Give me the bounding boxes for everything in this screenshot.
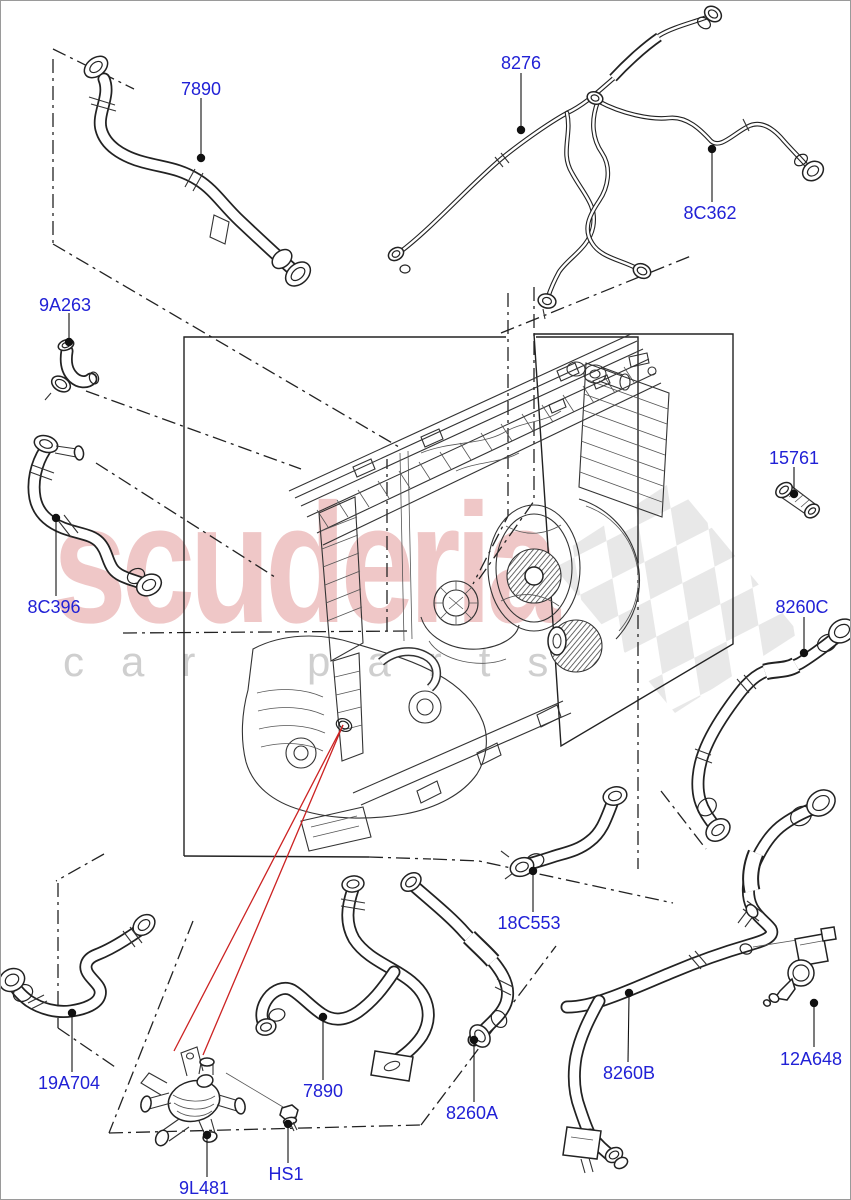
part-7890-bottom-drawing [255, 875, 428, 1082]
radiator-engine-assembly [241, 333, 670, 852]
part-label-8260a[interactable]: 8260A [445, 1103, 499, 1123]
part-8c396-drawing [30, 434, 163, 597]
part-7890-top-drawing [83, 55, 312, 287]
part-9a263-drawing [44, 338, 100, 401]
part-label-19a704[interactable]: 19A704 [37, 1073, 101, 1093]
group-boxes [183, 333, 734, 858]
part-12a648-drawing [762, 926, 837, 1007]
watermark-brand: scuderia [53, 469, 560, 659]
part-label-9l481[interactable]: 9L481 [178, 1178, 230, 1198]
part-label-8260c[interactable]: 8260C [775, 597, 829, 617]
watermark-subtitle: car parts [63, 638, 586, 685]
watermark-checker-pattern [549, 481, 799, 713]
part-label-7890-top[interactable]: 7890 [180, 79, 222, 99]
part-8260a-drawing [400, 871, 513, 1048]
part-label-15761[interactable]: 15761 [768, 448, 820, 468]
part-8260b-drawing [563, 789, 836, 1174]
part-label-9a263[interactable]: 9A263 [38, 295, 92, 315]
part-18c553-drawing [500, 786, 628, 880]
part-label-8260b[interactable]: 8260B [602, 1063, 656, 1083]
part-label-12a648[interactable]: 12A648 [779, 1049, 843, 1069]
red-callout-lines [173, 724, 344, 1056]
part-8c362-drawing [585, 90, 825, 280]
part-label-8276[interactable]: 8276 [500, 53, 542, 73]
part-8260c-drawing [694, 618, 850, 842]
part-8276-drawing [387, 5, 723, 320]
part-19a704-drawing [1, 913, 156, 1011]
part-label-18c553[interactable]: 18C553 [497, 913, 561, 933]
part-9l481-drawing [140, 1046, 284, 1147]
part-label-8c362[interactable]: 8C362 [683, 203, 737, 223]
part-label-8c396[interactable]: 8C396 [27, 597, 81, 617]
leader-lines [51, 73, 819, 1177]
part-label-7890-bottom[interactable]: 7890 [302, 1081, 344, 1101]
part-label-hs1[interactable]: HS1 [268, 1164, 304, 1184]
part-15761-drawing [775, 481, 821, 519]
